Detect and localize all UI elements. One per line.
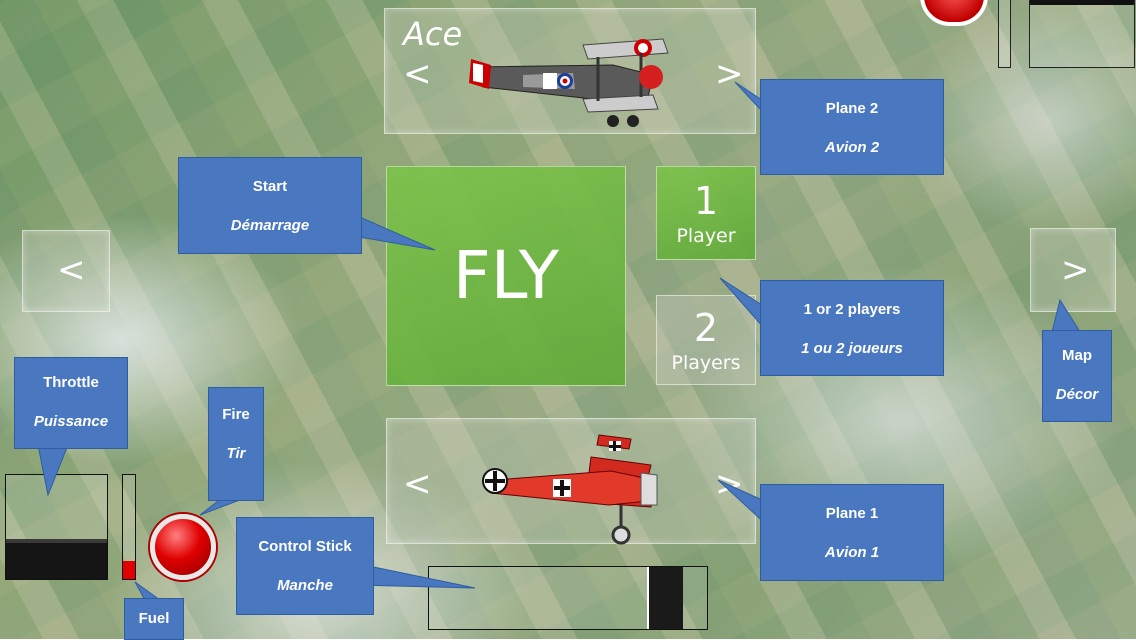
plane1-next-button[interactable]: > — [715, 464, 744, 504]
fuel-fill — [123, 561, 135, 579]
callout-plane2-en: Plane 2 — [825, 100, 879, 117]
callout-fire-fr: Tir — [226, 445, 246, 462]
callout-plane1-fr: Avion 1 — [824, 544, 880, 561]
one-player-label: Player — [676, 225, 736, 247]
fire-button[interactable] — [150, 514, 216, 580]
plane1-prev-button[interactable]: < — [403, 464, 432, 504]
two-players-button[interactable]: 2 Players — [656, 295, 756, 385]
sopwith-camel-biplane-icon — [469, 38, 669, 127]
callout-fire-en: Fire — [222, 406, 250, 423]
callout-start-fr: Démarrage — [230, 217, 310, 234]
callout-players: 1 or 2 players 1 ou 2 joueurs — [760, 280, 944, 376]
control-stick-handle[interactable] — [646, 567, 683, 629]
callout-control-stick-fr: Manche — [277, 577, 333, 594]
callout-start: Start Démarrage — [178, 157, 362, 254]
callout-throttle-fr: Puissance — [33, 413, 109, 430]
two-players-number: 2 — [693, 306, 719, 350]
callout-start-en: Start — [252, 178, 288, 195]
plane1-selector: < > — [386, 418, 756, 545]
plane2-next-button[interactable]: > — [715, 54, 744, 94]
throttle-fill — [6, 538, 107, 579]
map-next-button[interactable]: > — [1030, 228, 1116, 312]
callout-control-stick-en: Control Stick — [258, 538, 352, 555]
callout-fuel-en: Fuel — [138, 610, 170, 627]
two-players-label: Players — [671, 352, 741, 374]
plane2-name: Ace — [403, 15, 463, 53]
callout-plane2: Plane 2 Avion 2 — [760, 79, 944, 175]
callout-plane1-en: Plane 1 — [825, 505, 879, 522]
callout-plane1: Plane 1 Avion 1 — [760, 484, 944, 581]
throttle-gauge[interactable] — [5, 474, 108, 580]
p2-throttle-gauge[interactable] — [1029, 0, 1135, 68]
plane2-selector: Ace < > — [384, 8, 756, 134]
one-player-button[interactable]: 1 Player — [656, 166, 756, 260]
callout-fuel: Fuel — [124, 598, 184, 640]
callout-map-fr: Décor — [1055, 386, 1099, 403]
one-player-number: 1 — [693, 179, 719, 223]
map-prev-arrow: < — [57, 250, 86, 290]
callout-throttle-en: Throttle — [43, 374, 99, 391]
map-next-arrow: > — [1061, 250, 1090, 290]
fly-label: FLY — [452, 237, 560, 314]
callout-plane2-fr: Avion 2 — [824, 139, 880, 156]
callout-control-stick: Control Stick Manche — [236, 517, 374, 615]
callout-throttle: Throttle Puissance — [14, 357, 128, 449]
control-stick-track[interactable] — [428, 566, 708, 630]
p2-fuel-gauge — [998, 0, 1011, 68]
callout-players-en: 1 or 2 players — [803, 301, 901, 318]
fly-button[interactable]: FLY — [386, 166, 626, 386]
callout-map-en: Map — [1062, 347, 1092, 364]
fuel-gauge — [122, 474, 136, 580]
map-prev-button[interactable]: < — [22, 230, 110, 312]
callout-players-fr: 1 ou 2 joueurs — [801, 340, 903, 357]
callout-map: Map Décor — [1042, 330, 1112, 422]
callout-fire: Fire Tir — [208, 387, 264, 501]
plane2-prev-button[interactable]: < — [403, 54, 432, 94]
fokker-triplane-icon — [482, 434, 658, 545]
